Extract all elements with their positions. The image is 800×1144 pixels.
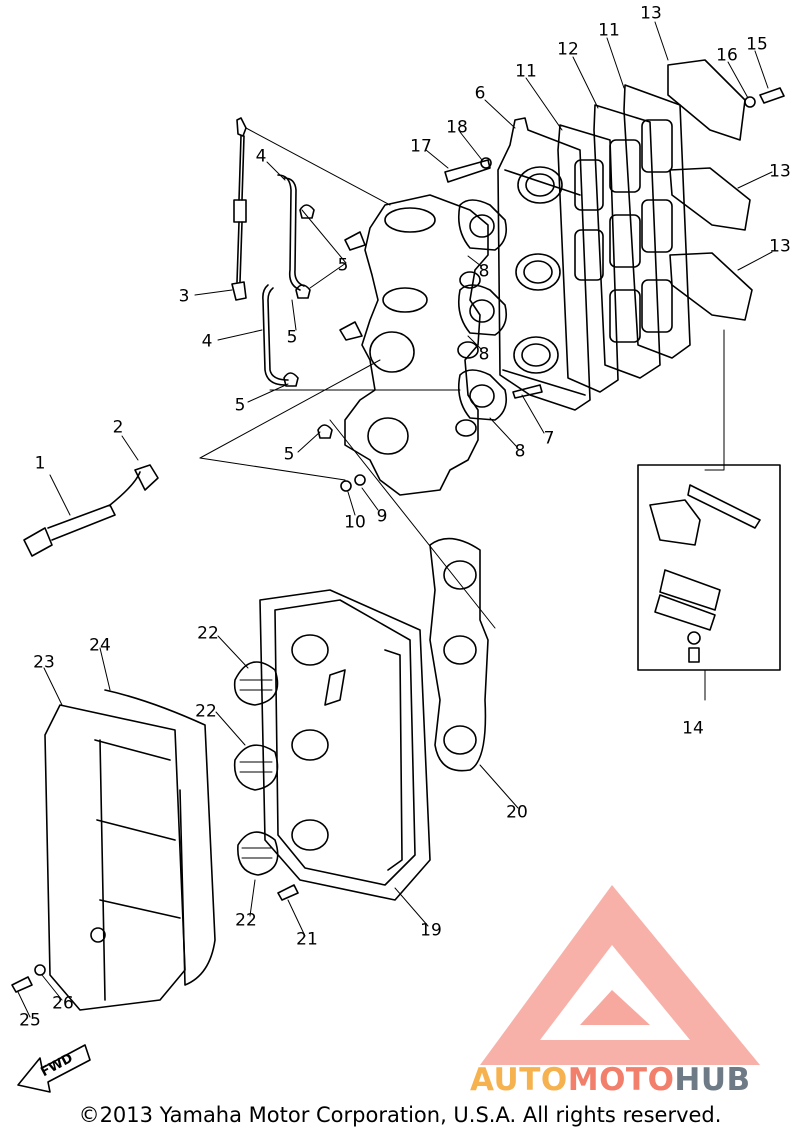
reed-valve-holder: [497, 117, 591, 411]
callout-16: 16: [716, 45, 738, 66]
callout-10: 10: [344, 512, 366, 533]
callout-4-upper: 4: [255, 146, 267, 167]
reed-valve-kit-inset: [637, 464, 781, 701]
callout-1: 1: [34, 453, 46, 474]
callout-17: 17: [410, 136, 432, 157]
intake-silencer-case: [259, 589, 431, 901]
flame-arrestor-screens: [233, 661, 279, 876]
callout-6: 6: [474, 83, 486, 104]
callout-11-a: 11: [515, 61, 537, 82]
choke-cable-part: [23, 464, 159, 557]
callout-5-d: 5: [283, 444, 295, 465]
reed-valves: [667, 59, 753, 321]
callout-2: 2: [112, 417, 124, 438]
callout-5-a: 5: [337, 255, 349, 276]
callout-20: 20: [506, 802, 528, 823]
callout-8-a: 8: [478, 261, 490, 282]
callout-9: 9: [376, 506, 388, 527]
callout-3: 3: [178, 286, 190, 307]
callout-19: 19: [420, 920, 442, 941]
callout-5-b: 5: [286, 327, 298, 348]
carb-gaskets: [457, 199, 508, 421]
watermark-word-1: AUTO: [470, 1062, 568, 1098]
reed-gaskets: [557, 84, 691, 393]
callout-13-b: 13: [769, 161, 791, 182]
carburetor-body: [339, 194, 489, 496]
callout-13-a: 13: [640, 3, 662, 24]
callout-18: 18: [446, 117, 468, 138]
callout-22-c: 22: [235, 910, 257, 931]
callout-14: 14: [682, 718, 704, 739]
callout-5-c: 5: [234, 395, 246, 416]
callout-4-lower: 4: [201, 331, 213, 352]
callout-15: 15: [746, 34, 768, 55]
callout-8-b: 8: [478, 344, 490, 365]
hose-clamps: [283, 204, 333, 439]
cover-bolts: [11, 884, 299, 993]
callout-12: 12: [557, 39, 579, 60]
copyright-notice: ©2013 Yamaha Motor Corporation, U.S.A. A…: [78, 1103, 722, 1127]
callout-25: 25: [19, 1010, 41, 1031]
callout-11-b: 11: [598, 20, 620, 41]
callout-23: 23: [33, 652, 55, 673]
silencer-cover: [44, 689, 216, 1011]
fwd-arrow-icon: [17, 1044, 91, 1093]
link-rod: [231, 117, 391, 301]
callout-8-c: 8: [514, 441, 526, 462]
hoses: [262, 174, 305, 386]
watermark-logo: [480, 885, 760, 1065]
callout-22-b: 22: [195, 701, 217, 722]
watermark-brand: AUTOMOTOHUB: [470, 1062, 751, 1098]
callout-leader-lines: [17, 21, 773, 1018]
callout-7: 7: [543, 428, 555, 449]
callout-21: 21: [296, 929, 318, 950]
watermark-word-3: HUB: [674, 1062, 751, 1098]
silencer-gasket: [429, 537, 489, 772]
callout-26: 26: [52, 993, 74, 1014]
watermark-word-2: MOTO: [567, 1062, 675, 1098]
callout-24: 24: [89, 635, 111, 656]
reference-lines: [199, 329, 725, 629]
callout-13-c: 13: [769, 236, 791, 257]
callout-22-a: 22: [197, 623, 219, 644]
fasteners: [340, 87, 785, 492]
